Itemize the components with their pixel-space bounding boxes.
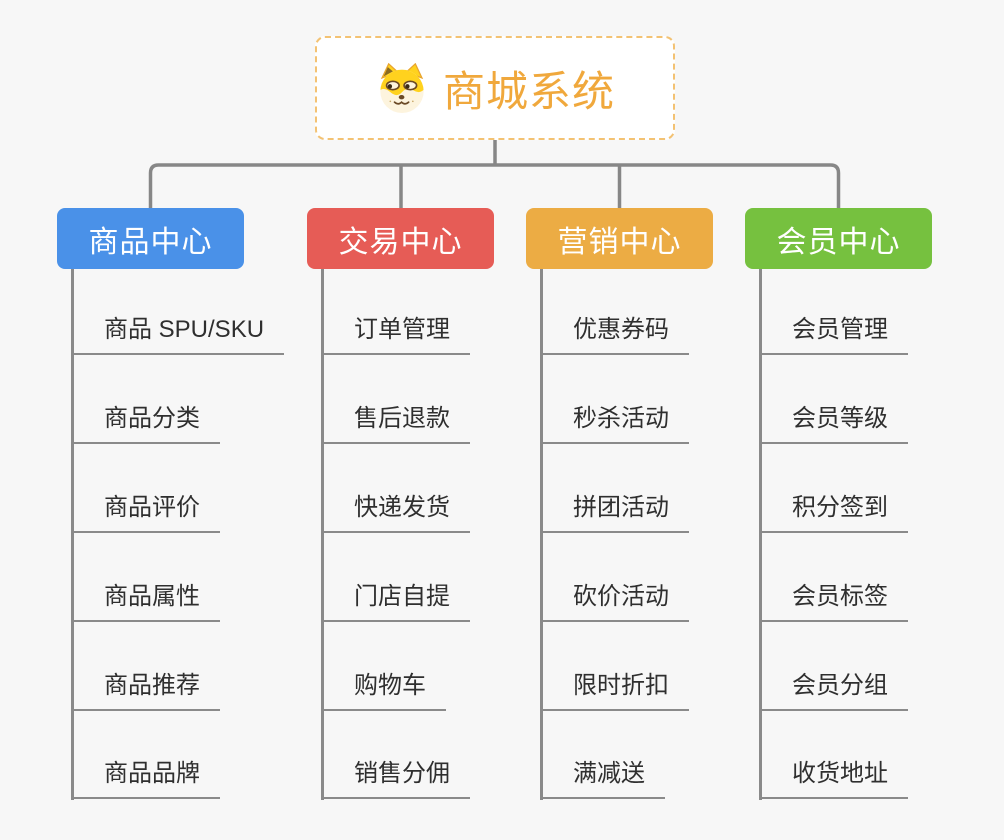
root-node[interactable]: 商城系统 — [315, 36, 675, 140]
branch-trunk-line — [759, 269, 762, 800]
topic-node[interactable]: 订单管理 — [322, 314, 470, 355]
topic-node[interactable]: 商品 SPU/SKU — [72, 314, 285, 355]
branch-trunk-line — [321, 269, 324, 800]
branch-node-member-center[interactable]: 会员中心 — [745, 208, 932, 269]
topic-node[interactable]: 会员等级 — [760, 403, 908, 444]
topic-node[interactable]: 秒杀活动 — [541, 403, 689, 444]
branch-trunk-line — [71, 269, 74, 800]
topic-node[interactable]: 拼团活动 — [541, 492, 689, 533]
topic-node[interactable]: 收货地址 — [760, 758, 908, 799]
topic-node[interactable]: 商品分类 — [72, 403, 220, 444]
topic-node[interactable]: 快递发货 — [322, 492, 470, 533]
topic-node[interactable]: 门店自提 — [322, 581, 470, 622]
topic-node[interactable]: 购物车 — [322, 670, 446, 711]
topic-node[interactable]: 会员分组 — [760, 670, 908, 711]
topic-node[interactable]: 砍价活动 — [541, 581, 689, 622]
topic-node[interactable]: 商品推荐 — [72, 670, 220, 711]
topic-node[interactable]: 商品评价 — [72, 492, 220, 533]
topic-node[interactable]: 优惠券码 — [541, 314, 689, 355]
branch-node-marketing-center[interactable]: 营销中心 — [526, 208, 713, 269]
topic-node[interactable]: 积分签到 — [760, 492, 908, 533]
topic-node[interactable]: 商品属性 — [72, 581, 220, 622]
branch-trunk-line — [540, 269, 543, 800]
root-node-title: 商城系统 — [442, 67, 615, 115]
topic-node[interactable]: 满减送 — [541, 758, 665, 799]
topic-node[interactable]: 会员管理 — [760, 314, 908, 355]
topic-node[interactable]: 销售分佣 — [322, 758, 470, 799]
topic-node[interactable]: 会员标签 — [760, 581, 908, 622]
topic-node[interactable]: 限时折扣 — [541, 670, 689, 711]
topic-node[interactable]: 售后退款 — [322, 403, 470, 444]
dog-face-icon — [380, 63, 424, 113]
topic-node[interactable]: 商品品牌 — [72, 758, 220, 799]
branch-node-trade-center[interactable]: 交易中心 — [307, 208, 494, 269]
branch-node-product-center[interactable]: 商品中心 — [57, 208, 244, 269]
